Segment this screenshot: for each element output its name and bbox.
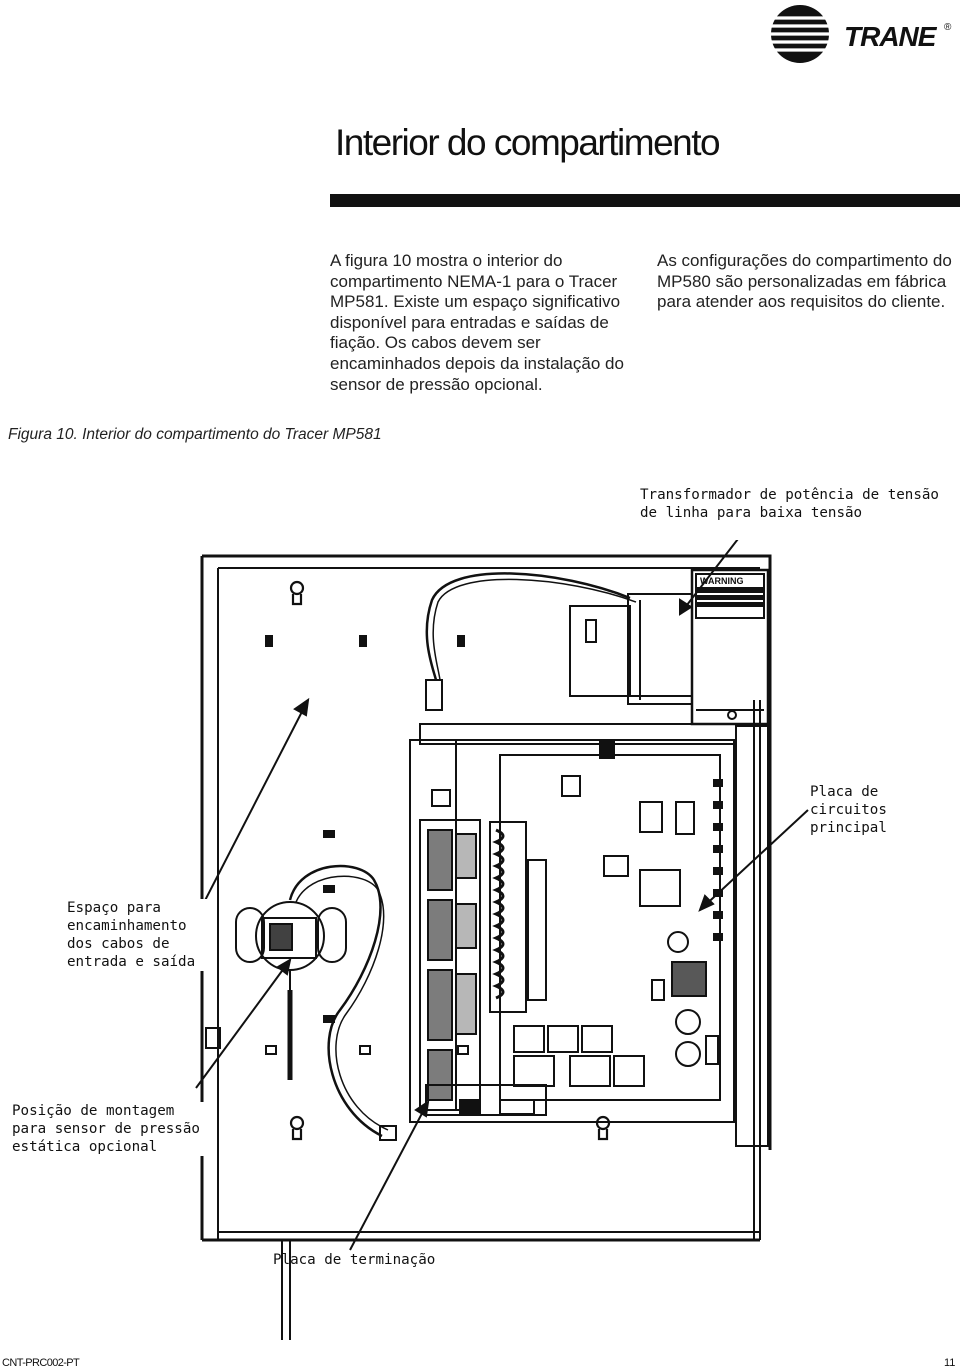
logo-registered-mark: ® (944, 22, 952, 33)
mounting-tabs (265, 635, 469, 1055)
label-termination-board: Placa de terminação (273, 1252, 436, 1268)
body-paragraph-left: A figura 10 mostra o interior do compart… (330, 251, 624, 394)
warning-label: WARNING (700, 576, 744, 586)
footer-page-number: 11 (944, 1357, 956, 1369)
transformer (569, 593, 693, 705)
warning-box: WARNING (690, 568, 770, 726)
enclosure-drawing: WARNING (195, 540, 809, 1340)
title-rule (330, 194, 960, 207)
label-sensor-position: Posição de montagem para sensor de press… (12, 1102, 212, 1156)
pressure-sensor (235, 864, 397, 1141)
label-main-board: Placa de circuitos principal (810, 784, 887, 836)
callout-arrows (195, 540, 809, 1251)
side-clip (205, 1027, 221, 1049)
label-transformer: Transformador de potência de tensão de l… (640, 487, 939, 521)
trane-logo: TRANE ® (770, 5, 952, 63)
footer-doc-code: CNT-PRC002-PT (2, 1357, 80, 1369)
label-wire-routing: Espaço para encaminhamento dos cabos de … (67, 899, 207, 971)
page-title: Interior do compartimento (335, 122, 721, 163)
figure-caption: Figura 10. Interior do compartimento do … (8, 426, 382, 443)
termination-board (419, 819, 547, 1116)
body-paragraph-right: As configurações do compartimento do MP5… (657, 251, 952, 312)
main-circuit-board (489, 741, 723, 1101)
transformer-wire (425, 572, 631, 681)
logo-text: TRANE (844, 21, 938, 52)
